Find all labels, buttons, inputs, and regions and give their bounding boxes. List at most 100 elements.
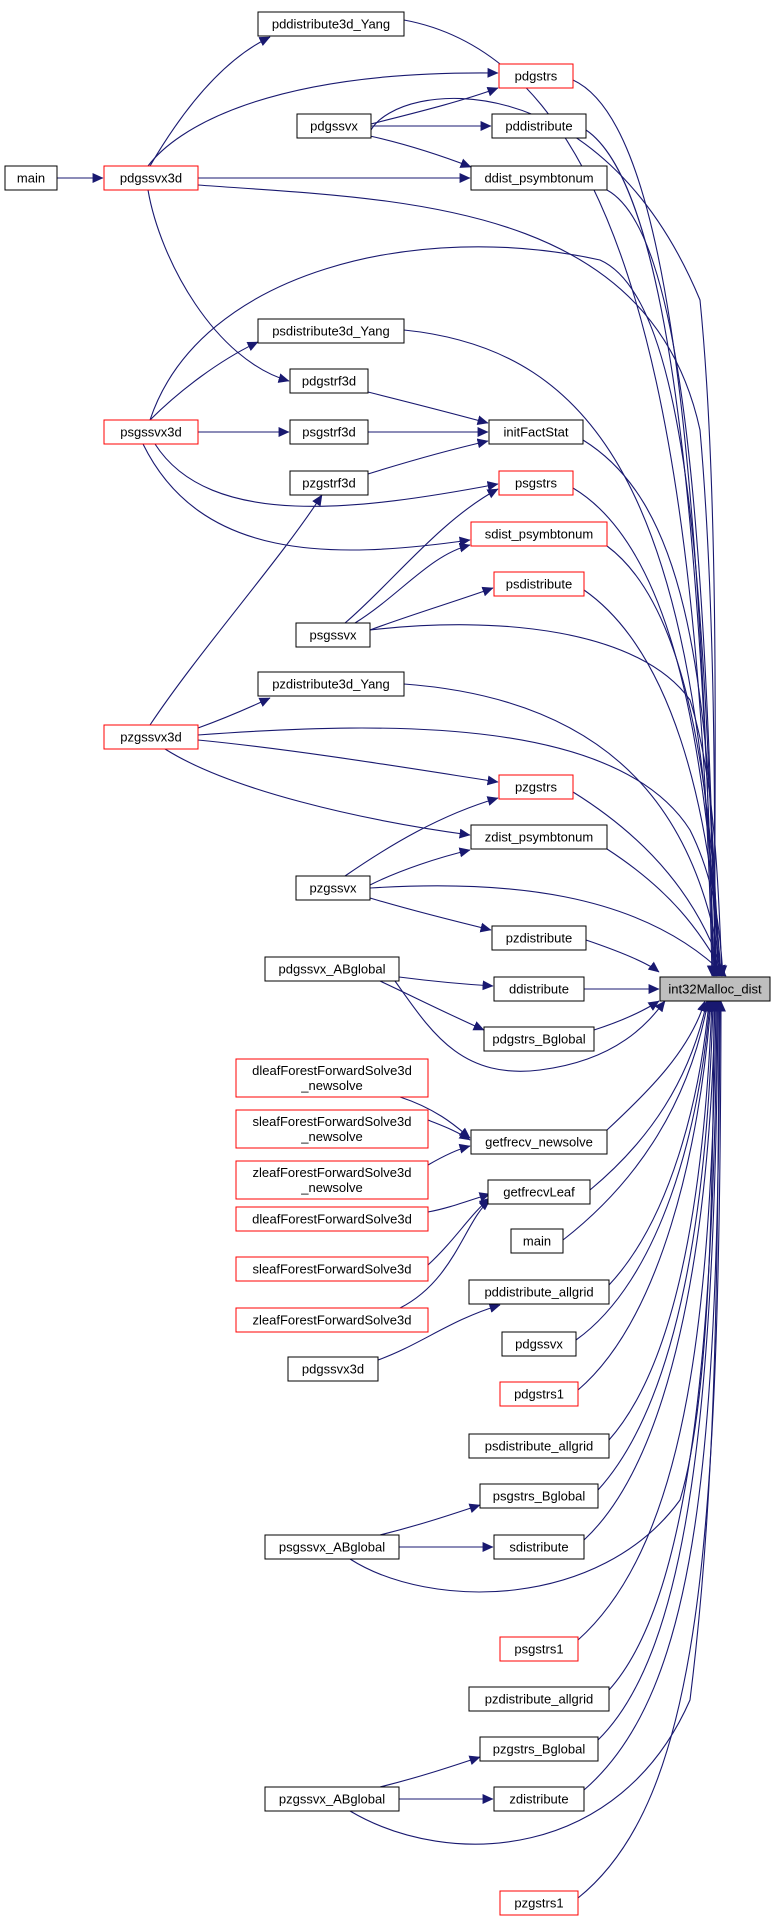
graph-node-psgstrf3d[interactable]: psgstrf3d [289,419,369,445]
node-box[interactable] [4,165,58,191]
graph-node-initFactStat[interactable]: initFactStat [488,419,584,445]
node-box[interactable] [235,1058,429,1098]
graph-node-psgssvx3d[interactable]: psgssvx3d [103,419,199,445]
node-box[interactable] [470,165,608,191]
node-box[interactable] [510,1228,564,1254]
node-box[interactable] [470,824,608,850]
graph-node-pdgssvx_2[interactable]: pdgssvx [501,1331,577,1357]
graph-node-main_2[interactable]: main [510,1228,564,1254]
graph-node-psgssvx[interactable]: psgssvx [295,622,371,648]
node-box[interactable] [493,976,585,1002]
graph-node-zleafForestForwardSolve3d_newsolve[interactable]: zleafForestForwardSolve3d_newsolve [235,1160,429,1200]
node-box[interactable] [264,1534,400,1560]
graph-root-node[interactable]: int32Malloc_dist [659,976,771,1002]
node-box[interactable] [498,774,574,800]
graph-node-pzgssvx3d[interactable]: pzgssvx3d [103,724,199,750]
node-box[interactable] [257,318,405,344]
graph-node-sleafForestForwardSolve3d[interactable]: sleafForestForwardSolve3d [235,1256,429,1282]
graph-node-pdgssvx[interactable]: pdgssvx [296,113,372,139]
graph-node-dleafForestForwardSolve3d_newsolve[interactable]: dleafForestForwardSolve3d_newsolve [235,1058,429,1098]
graph-node-psgstrs1[interactable]: psgstrs1 [499,1636,579,1662]
graph-node-pdgssvx_ABglobal[interactable]: pdgssvx_ABglobal [264,956,400,982]
node-box[interactable] [483,1026,595,1052]
node-box[interactable] [470,521,608,547]
node-box[interactable] [235,1109,429,1149]
graph-node-pzgssvx_ABglobal[interactable]: pzgssvx_ABglobal [264,1786,400,1812]
graph-node-pzgstrf3d[interactable]: pzgstrf3d [289,470,369,496]
graph-node-main_1[interactable]: main [4,165,58,191]
node-box[interactable] [235,1256,429,1282]
node-box[interactable] [499,1381,579,1407]
graph-node-zdist_psymbtonum[interactable]: zdist_psymbtonum [470,824,608,850]
node-box[interactable] [498,470,574,496]
graph-node-pzdistribute_allgrid[interactable]: pzdistribute_allgrid [468,1686,610,1712]
graph-node-psdistribute[interactable]: psdistribute [493,571,585,597]
graph-node-pdgstrs1[interactable]: pdgstrs1 [499,1381,579,1407]
graph-node-pzgstrs[interactable]: pzgstrs [498,774,574,800]
graph-node-pdgstrs_Bglobal[interactable]: pdgstrs_Bglobal [483,1026,595,1052]
graph-node-sleafForestForwardSolve3d_newsolve[interactable]: sleafForestForwardSolve3d_newsolve [235,1109,429,1149]
graph-node-ddistribute[interactable]: ddistribute [493,976,585,1002]
node-box[interactable] [257,671,405,697]
node-box[interactable] [103,165,199,191]
node-box[interactable] [501,1331,577,1357]
graph-node-psdistribute3d_Yang[interactable]: psdistribute3d_Yang [257,318,405,344]
graph-node-psgstrs_Bglobal[interactable]: psgstrs_Bglobal [479,1483,599,1509]
graph-node-pzdistribute[interactable]: pzdistribute [491,925,587,951]
node-box[interactable] [295,622,371,648]
graph-node-pzdistribute3d_Yang[interactable]: pzdistribute3d_Yang [257,671,405,697]
node-box[interactable] [296,113,372,139]
node-box[interactable] [235,1307,429,1333]
graph-node-zleafForestForwardSolve3d[interactable]: zleafForestForwardSolve3d [235,1307,429,1333]
node-box[interactable] [479,1736,599,1762]
graph-node-psgssvx_ABglobal[interactable]: psgssvx_ABglobal [264,1534,400,1560]
graph-node-getfrecvLeaf[interactable]: getfrecvLeaf [487,1179,591,1205]
node-box[interactable] [493,1786,585,1812]
node-box[interactable] [235,1206,429,1232]
node-box[interactable] [295,875,371,901]
node-box[interactable] [235,1160,429,1200]
node-box[interactable] [468,1279,610,1305]
graph-node-psdistribute_allgrid[interactable]: psdistribute_allgrid [468,1433,610,1459]
node-box[interactable] [479,1483,599,1509]
node-box[interactable] [289,470,369,496]
graph-node-sdistribute[interactable]: sdistribute [493,1534,585,1560]
node-box[interactable] [487,1179,591,1205]
graph-node-pddistribute3d_Yang[interactable]: pddistribute3d_Yang [257,11,405,37]
graph-node-zdistribute[interactable]: zdistribute [493,1786,585,1812]
node-box[interactable] [488,419,584,445]
graph-node-getfrecv_newsolve[interactable]: getfrecv_newsolve [470,1129,608,1155]
graph-node-sdist_psymbtonum[interactable]: sdist_psymbtonum [470,521,608,547]
node-box[interactable] [287,1356,379,1382]
node-box[interactable] [493,571,585,597]
node-box[interactable] [491,925,587,951]
node-box[interactable] [499,1636,579,1662]
graph-node-psgstrs[interactable]: psgstrs [498,470,574,496]
node-box[interactable] [289,368,369,394]
graph-node-ddist_psymbtonum[interactable]: ddist_psymbtonum [470,165,608,191]
graph-node-pdgssvx3d[interactable]: pdgssvx3d [103,165,199,191]
graph-node-pdgstrf3d[interactable]: pdgstrf3d [289,368,369,394]
graph-node-pzgssvx[interactable]: pzgssvx [295,875,371,901]
node-box[interactable] [103,724,199,750]
node-box[interactable] [264,1786,400,1812]
graph-node-dleafForestForwardSolve3d[interactable]: dleafForestForwardSolve3d [235,1206,429,1232]
graph-node-pzgstrs_Bglobal[interactable]: pzgstrs_Bglobal [479,1736,599,1762]
node-box[interactable] [264,956,400,982]
node-box[interactable] [659,976,771,1002]
graph-node-pddistribute_allgrid[interactable]: pddistribute_allgrid [468,1279,610,1305]
node-box[interactable] [289,419,369,445]
node-box[interactable] [468,1686,610,1712]
node-box[interactable] [257,11,405,37]
graph-node-pdgstrs[interactable]: pdgstrs [498,63,574,89]
node-box[interactable] [491,113,587,139]
node-box[interactable] [468,1433,610,1459]
node-box[interactable] [499,1890,579,1916]
node-box[interactable] [493,1534,585,1560]
node-box[interactable] [103,419,199,445]
graph-node-pdgssvx3d_2[interactable]: pdgssvx3d [287,1356,379,1382]
node-box[interactable] [470,1129,608,1155]
graph-node-pddistribute[interactable]: pddistribute [491,113,587,139]
node-box[interactable] [498,63,574,89]
graph-node-pzgstrs1[interactable]: pzgstrs1 [499,1890,579,1916]
